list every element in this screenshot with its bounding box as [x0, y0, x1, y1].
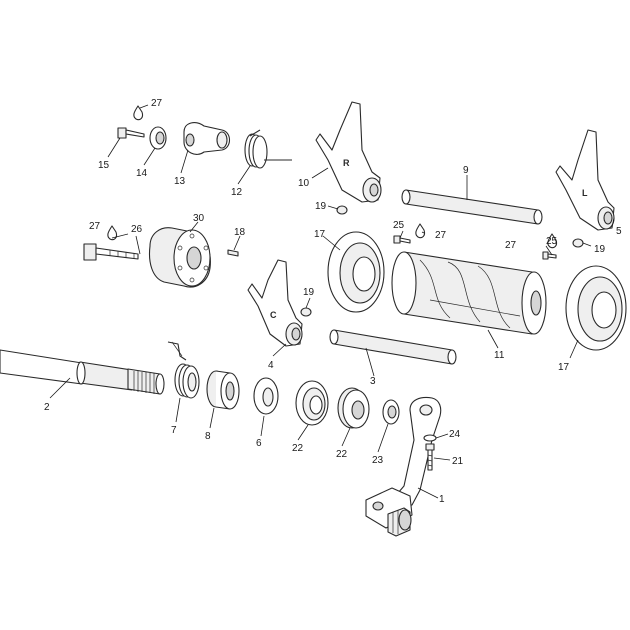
label-1: 1 [439, 494, 445, 505]
bolt-part-15 [117, 127, 145, 139]
shift-drum-part-11 [391, 251, 547, 335]
label-25b: 25 [546, 236, 558, 247]
pin-part-18 [227, 249, 239, 257]
fork-part-10: R [315, 101, 382, 203]
leader-lines [49, 104, 615, 499]
label-14: 14 [136, 168, 148, 179]
washer-part-23 [382, 399, 400, 425]
label-27c: 27 [435, 230, 447, 241]
drop-part-27c [415, 223, 426, 239]
label-4: 4 [268, 360, 274, 371]
screw-part-25b [542, 251, 557, 260]
fork-letter-c: C [270, 310, 277, 320]
bearing-part-17b [565, 265, 627, 351]
bolt-part-26 [83, 243, 139, 261]
pin-part-19b [300, 307, 312, 317]
label-13: 13 [174, 176, 186, 187]
label-8: 8 [205, 431, 211, 442]
washer-part-6 [253, 377, 279, 415]
label-19b: 19 [303, 287, 315, 298]
label-5: 5 [616, 226, 622, 237]
spring-part-12 [244, 129, 292, 169]
star-segment-part-30 [148, 227, 211, 288]
label-18: 18 [234, 227, 246, 238]
drop-part-27d [547, 233, 558, 249]
fork-letter-r: R [343, 158, 350, 168]
label-26: 26 [131, 224, 143, 235]
label-10: 10 [298, 178, 310, 189]
spring-part-7 [167, 341, 200, 399]
lever-part-13 [183, 122, 231, 155]
label-9: 9 [463, 165, 469, 176]
rod-part-9 [401, 189, 543, 225]
fork-letter-l: L [582, 188, 588, 198]
bolt-part-21 [425, 443, 435, 471]
label-17b: 17 [558, 362, 570, 373]
part-labels: 27 15 14 13 12 10 19 9 5 19 25 27 27 26 … [44, 98, 622, 505]
bearing-part-22b [337, 387, 370, 429]
label-19a: 19 [315, 201, 327, 212]
bearing-part-22a [295, 380, 329, 426]
rod-part-3 [329, 329, 457, 365]
spacer-part-14 [149, 126, 167, 150]
drop-part-27b [107, 225, 118, 241]
collar-part-8 [206, 370, 240, 410]
washer-part-24 [423, 434, 437, 442]
label-7: 7 [171, 425, 177, 436]
fork-part-5: L [555, 129, 615, 231]
label-17a: 17 [314, 229, 326, 240]
fork-part-4: C [247, 259, 303, 347]
label-30: 30 [193, 213, 205, 224]
pin-part-19a [336, 205, 348, 215]
label-6: 6 [256, 438, 262, 449]
label-27d: 27 [505, 240, 517, 251]
label-22a: 22 [292, 443, 304, 454]
label-22b: 22 [336, 449, 348, 460]
label-23: 23 [372, 455, 384, 466]
label-21: 21 [452, 456, 464, 467]
label-2: 2 [44, 402, 50, 413]
label-3: 3 [370, 376, 376, 387]
drop-part-27a [133, 105, 144, 121]
pin-part-19c [572, 238, 584, 248]
label-27a: 27 [151, 98, 163, 109]
shaft-part-2 [0, 349, 165, 395]
pedal-part-1 [365, 396, 442, 537]
screw-part-25a [393, 235, 411, 244]
label-27b: 27 [89, 221, 101, 232]
label-19c: 19 [594, 244, 606, 255]
label-15: 15 [98, 160, 110, 171]
label-12: 12 [231, 187, 243, 198]
label-25a: 25 [393, 220, 405, 231]
bearing-part-17a [327, 231, 385, 313]
label-11: 11 [494, 350, 505, 361]
label-24: 24 [449, 429, 461, 440]
